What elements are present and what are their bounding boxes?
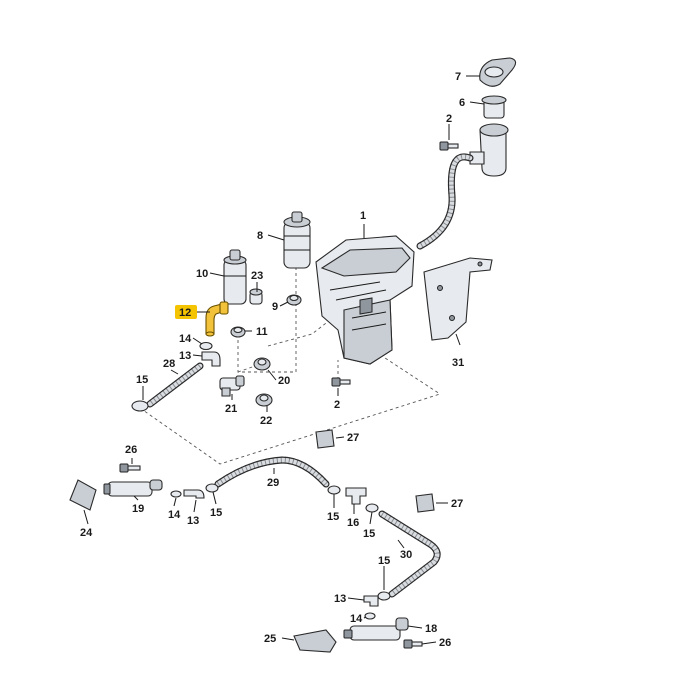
callout-9: 9 xyxy=(272,301,278,313)
callout-25: 25 xyxy=(264,633,276,645)
callout-6: 6 xyxy=(459,97,465,109)
callout-labels: 7 6 2 1 8 10 23 9 11 12 14 13 28 15 31 2… xyxy=(80,71,465,649)
callout-26-right: 26 xyxy=(439,637,451,649)
callout-14-upper: 14 xyxy=(179,333,192,345)
callout-24: 24 xyxy=(80,527,93,539)
callout-13-upper: 13 xyxy=(179,350,191,362)
part-26-bolt-left xyxy=(119,463,141,473)
part-10-washer-pump xyxy=(223,249,247,305)
part-24-nozzle-cover xyxy=(69,479,97,511)
part-18-nozzle xyxy=(343,617,409,641)
part-11-grommet xyxy=(230,326,246,338)
callout-15-a: 15 xyxy=(136,374,148,386)
callout-19: 19 xyxy=(132,503,144,515)
part-9-grommet xyxy=(286,294,302,306)
part-12-elbow-connector-highlighted xyxy=(205,301,229,337)
part-8-washer-pump xyxy=(283,211,311,269)
callout-1: 1 xyxy=(360,210,366,222)
part-15-clip-c xyxy=(327,485,341,495)
callout-15-e: 15 xyxy=(378,555,390,567)
callout-27-upper: 27 xyxy=(347,432,359,444)
callout-13-left: 13 xyxy=(187,515,199,527)
callout-28: 28 xyxy=(163,358,175,370)
callout-31: 31 xyxy=(452,357,464,369)
callout-20: 20 xyxy=(278,375,290,387)
callout-30: 30 xyxy=(400,549,412,561)
part-15-clip-b xyxy=(205,483,219,493)
part-19-nozzle xyxy=(103,479,163,497)
part-6-filler-neck-top xyxy=(481,95,507,119)
part-31-bracket xyxy=(423,257,493,341)
part-14-oring-upper xyxy=(199,341,213,351)
leader-lines xyxy=(83,75,485,645)
callout-16: 16 xyxy=(347,517,359,529)
callout-13-lower: 13 xyxy=(334,593,346,605)
callout-22: 22 xyxy=(260,415,272,427)
callout-12-highlight-box xyxy=(175,305,197,319)
callout-7: 7 xyxy=(455,71,461,83)
callout-23: 23 xyxy=(251,270,263,282)
part-27-clip-upper xyxy=(315,429,335,449)
callout-26-left: 26 xyxy=(125,444,137,456)
callout-2-upper: 2 xyxy=(446,113,452,125)
callout-18: 18 xyxy=(425,623,437,635)
callout-12: 12 xyxy=(179,307,191,319)
part-7-filler-cap xyxy=(479,57,517,87)
part-2-bolt-lower xyxy=(331,377,351,387)
part-27-clip-lower xyxy=(415,493,435,513)
callout-21: 21 xyxy=(225,403,237,415)
part-15-clip-d xyxy=(365,503,379,513)
part-20-grommet xyxy=(253,357,271,371)
part-23-plug xyxy=(249,288,263,305)
filler-neck-pipe xyxy=(416,123,509,250)
part-1-reservoir-tank xyxy=(315,235,415,365)
part-14-oring-lower xyxy=(364,612,376,620)
part-16-t-connector xyxy=(345,487,367,505)
part-14-oring-left xyxy=(170,490,182,498)
callout-8: 8 xyxy=(257,230,263,242)
part-30-hose xyxy=(378,510,441,598)
callout-14-left: 14 xyxy=(168,509,181,521)
part-13-elbow-left xyxy=(183,489,205,499)
callout-10: 10 xyxy=(196,268,208,280)
part-2-bolt-upper xyxy=(439,141,459,151)
part-25-nozzle-cover xyxy=(293,629,337,653)
callout-14-lower: 14 xyxy=(350,613,363,625)
part-26-bolt-right xyxy=(403,639,423,649)
part-28-hose xyxy=(146,362,204,408)
callout-15-d: 15 xyxy=(363,528,375,540)
part-21-connector xyxy=(219,375,245,397)
callout-15-b: 15 xyxy=(210,507,222,519)
part-22-grommet xyxy=(255,393,273,407)
callout-2-lower: 2 xyxy=(334,399,340,411)
part-15-clip-e xyxy=(377,591,391,601)
callout-27-lower: 27 xyxy=(451,498,463,510)
part-15-clip-a xyxy=(131,400,149,412)
part-13-elbow-lower xyxy=(363,595,379,607)
callout-15-c: 15 xyxy=(327,511,339,523)
part-29-hose xyxy=(214,456,330,488)
callout-11: 11 xyxy=(256,326,268,338)
callout-29: 29 xyxy=(267,477,279,489)
part-13-elbow-upper xyxy=(201,351,221,367)
